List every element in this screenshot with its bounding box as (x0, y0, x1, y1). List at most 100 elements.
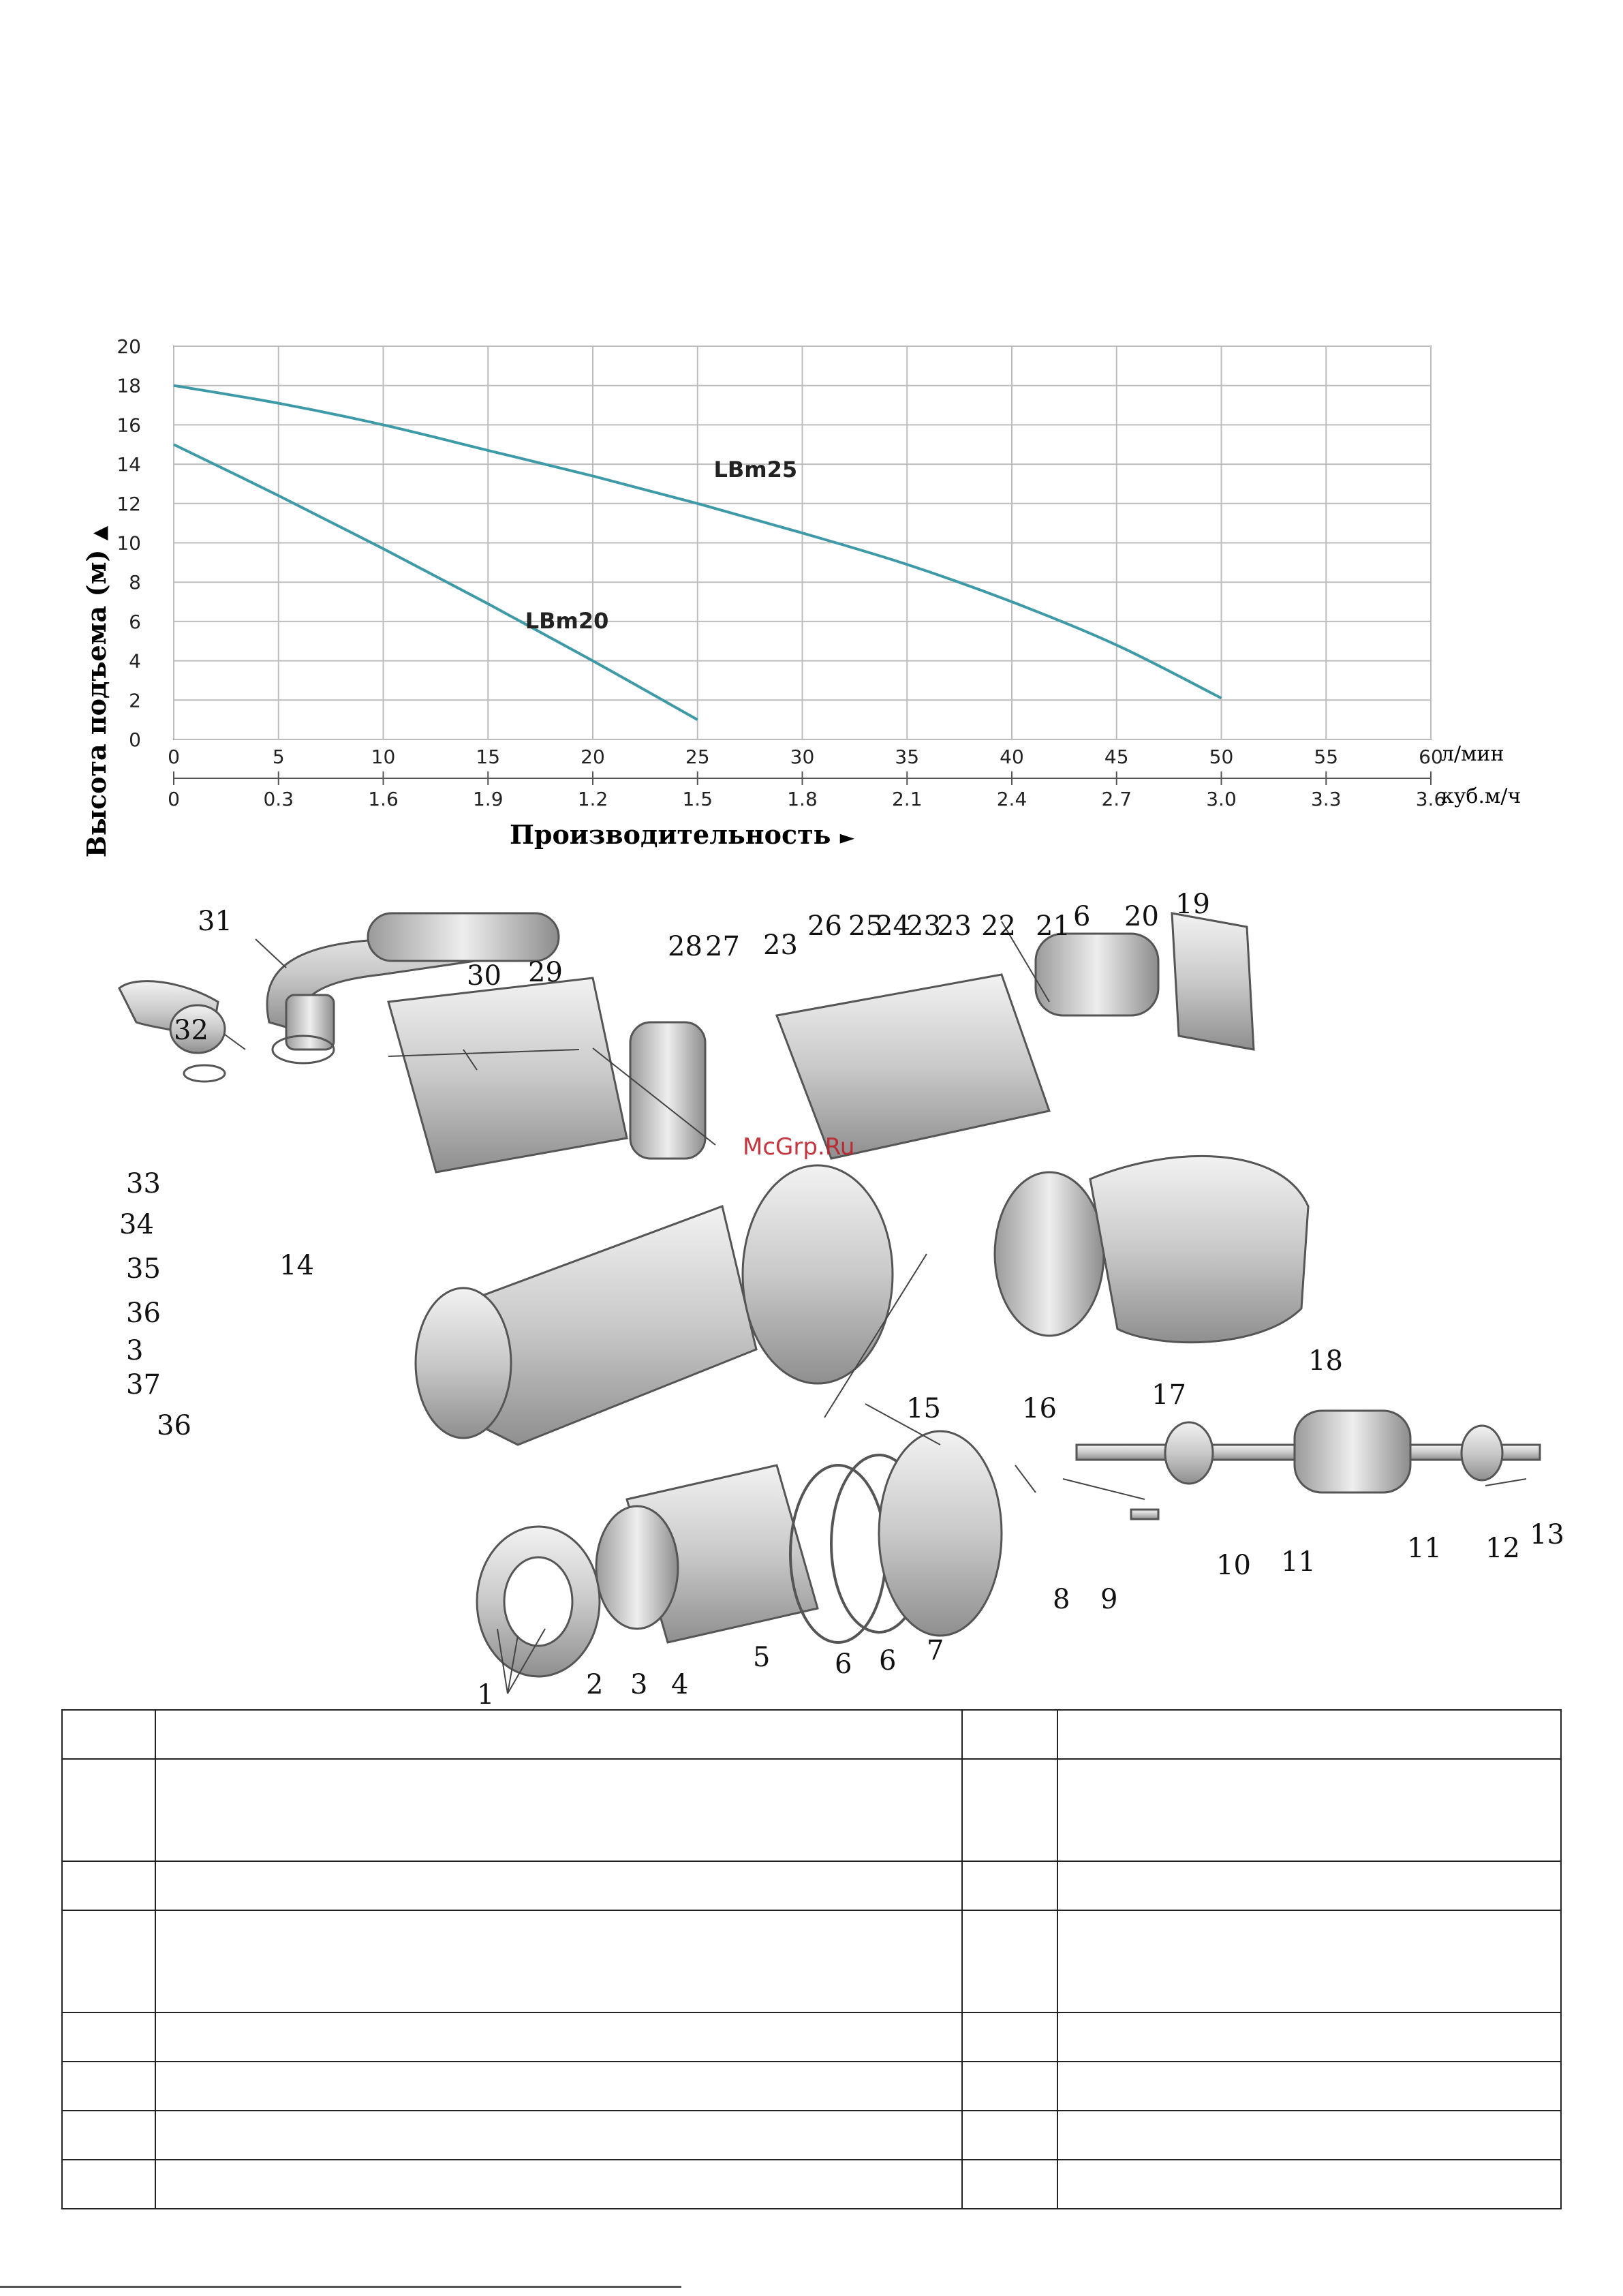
y-axis-title: Высота подъема (м) ▲ (81, 525, 112, 857)
x-tick-label-m3h: 3.3 (1311, 788, 1342, 810)
table-cell (961, 2012, 1058, 2062)
callout-32: 32 (174, 1015, 208, 1046)
series-label-LBm25: LBm25 (714, 457, 798, 483)
table-cell (155, 1861, 963, 1911)
table-cell (1057, 1861, 1562, 1911)
chart-grid (173, 346, 1432, 785)
callout-33: 33 (126, 1168, 161, 1199)
ring-part-36b (271, 1035, 335, 1065)
table-cell (155, 2012, 963, 2062)
callout-23: 23 (937, 910, 972, 942)
table-cell (61, 2061, 156, 2111)
x-tick-label-m3h: 1.9 (473, 788, 504, 810)
parts-table (61, 1709, 1562, 2209)
callout-7: 7 (927, 1635, 944, 1666)
x-tick-label-m3h: 1.5 (682, 788, 713, 810)
table-cell (155, 1758, 963, 1862)
callout-26: 26 (807, 910, 842, 942)
callout-3: 3 (126, 1335, 143, 1366)
callout-5: 5 (753, 1642, 770, 1673)
x-tick-label-lpm: 25 (685, 746, 710, 768)
y-tick-label: 2 (129, 689, 141, 711)
table-cell (1057, 2061, 1562, 2111)
callout-36: 36 (126, 1298, 161, 1329)
table-row (61, 1910, 1562, 2013)
table-cell (1057, 2012, 1562, 2062)
table-cell (1057, 1910, 1562, 2013)
callout-35: 35 (126, 1253, 161, 1285)
table-cell (155, 2110, 963, 2160)
fan-cover-part (1089, 1155, 1310, 1344)
y-tick-label: 0 (129, 729, 141, 751)
terminal-box-part (775, 973, 1051, 1160)
callout-19: 19 (1175, 889, 1210, 920)
x-tick-label-m3h: 1.6 (368, 788, 399, 810)
x-tick-label-lpm: 60 (1419, 746, 1443, 768)
callout-30: 30 (467, 960, 501, 992)
callout-24: 24 (876, 910, 910, 942)
table-cell (61, 2012, 156, 2062)
x-tick-label-m3h: 2.7 (1101, 788, 1132, 810)
x-tick-label-lpm: 0 (168, 746, 180, 768)
pump-flange-part-7 (878, 1430, 1003, 1637)
end-shield-part (741, 1164, 894, 1385)
table-cell (155, 1910, 963, 2013)
x-tick-label-m3h: 1.2 (578, 788, 608, 810)
table-row (61, 1758, 1562, 1862)
x-tick-label-lpm: 40 (1000, 746, 1024, 768)
x-unit-lpm: л/мин (1441, 742, 1504, 766)
callout-22: 22 (981, 910, 1016, 942)
table-cell (961, 1709, 1058, 1760)
callout-2: 2 (586, 1669, 603, 1700)
footer-line (0, 2286, 681, 2288)
callout-23: 23 (763, 930, 798, 961)
table-cell (961, 1861, 1058, 1911)
callout-12: 12 (1485, 1533, 1520, 1564)
x-tick-label-m3h: 3.0 (1206, 788, 1237, 810)
table-cell (61, 1758, 156, 1862)
callout-29: 29 (528, 957, 563, 988)
callout-34: 34 (119, 1209, 154, 1240)
box-cover-part (387, 977, 628, 1174)
callout-15: 15 (906, 1393, 941, 1424)
callout-11: 11 (1281, 1546, 1316, 1578)
callout-4: 4 (671, 1669, 688, 1700)
watermark: McGrp.Ru (743, 1133, 854, 1161)
table-cell (1057, 1758, 1562, 1862)
table-row (61, 2110, 1562, 2160)
x-tick-label-lpm: 55 (1314, 746, 1338, 768)
table-cell (61, 2159, 156, 2209)
diffuser-part-6a (789, 1464, 887, 1644)
table-cell (61, 1910, 156, 2013)
x-tick-label-m3h: 2.1 (892, 788, 923, 810)
callout-25: 25 (848, 910, 883, 942)
callout-1: 1 (477, 1679, 494, 1704)
callout-20: 20 (1124, 901, 1159, 932)
table-cell (61, 1861, 156, 1911)
ring-part-36a (183, 1064, 226, 1083)
table-cell (961, 2159, 1058, 2209)
x-tick-label-lpm: 45 (1104, 746, 1129, 768)
table-cell (961, 1758, 1058, 1862)
callout-6: 6 (879, 1645, 896, 1677)
table-row (61, 2159, 1562, 2209)
x-tick-label-m3h: 2.4 (997, 788, 1027, 810)
y-tick-label: 12 (117, 493, 141, 515)
x-tick-label-m3h: 0 (168, 788, 180, 810)
x-axis-title: Производительность ► (510, 819, 855, 850)
series-label-LBm20: LBm20 (525, 608, 609, 634)
table-row (61, 2061, 1562, 2111)
table-cell (155, 2061, 963, 2111)
y-tick-label: 8 (129, 571, 141, 594)
fan-part (993, 1171, 1105, 1337)
series-line-LBm25 (173, 384, 1222, 700)
x-tick-label-m3h: 1.8 (787, 788, 818, 810)
callout-9: 9 (1100, 1584, 1117, 1615)
y-tick-label: 10 (117, 532, 141, 555)
capacitor-part (629, 1021, 707, 1160)
table-row (61, 1861, 1562, 1911)
bearing-part-11b (1460, 1424, 1504, 1482)
